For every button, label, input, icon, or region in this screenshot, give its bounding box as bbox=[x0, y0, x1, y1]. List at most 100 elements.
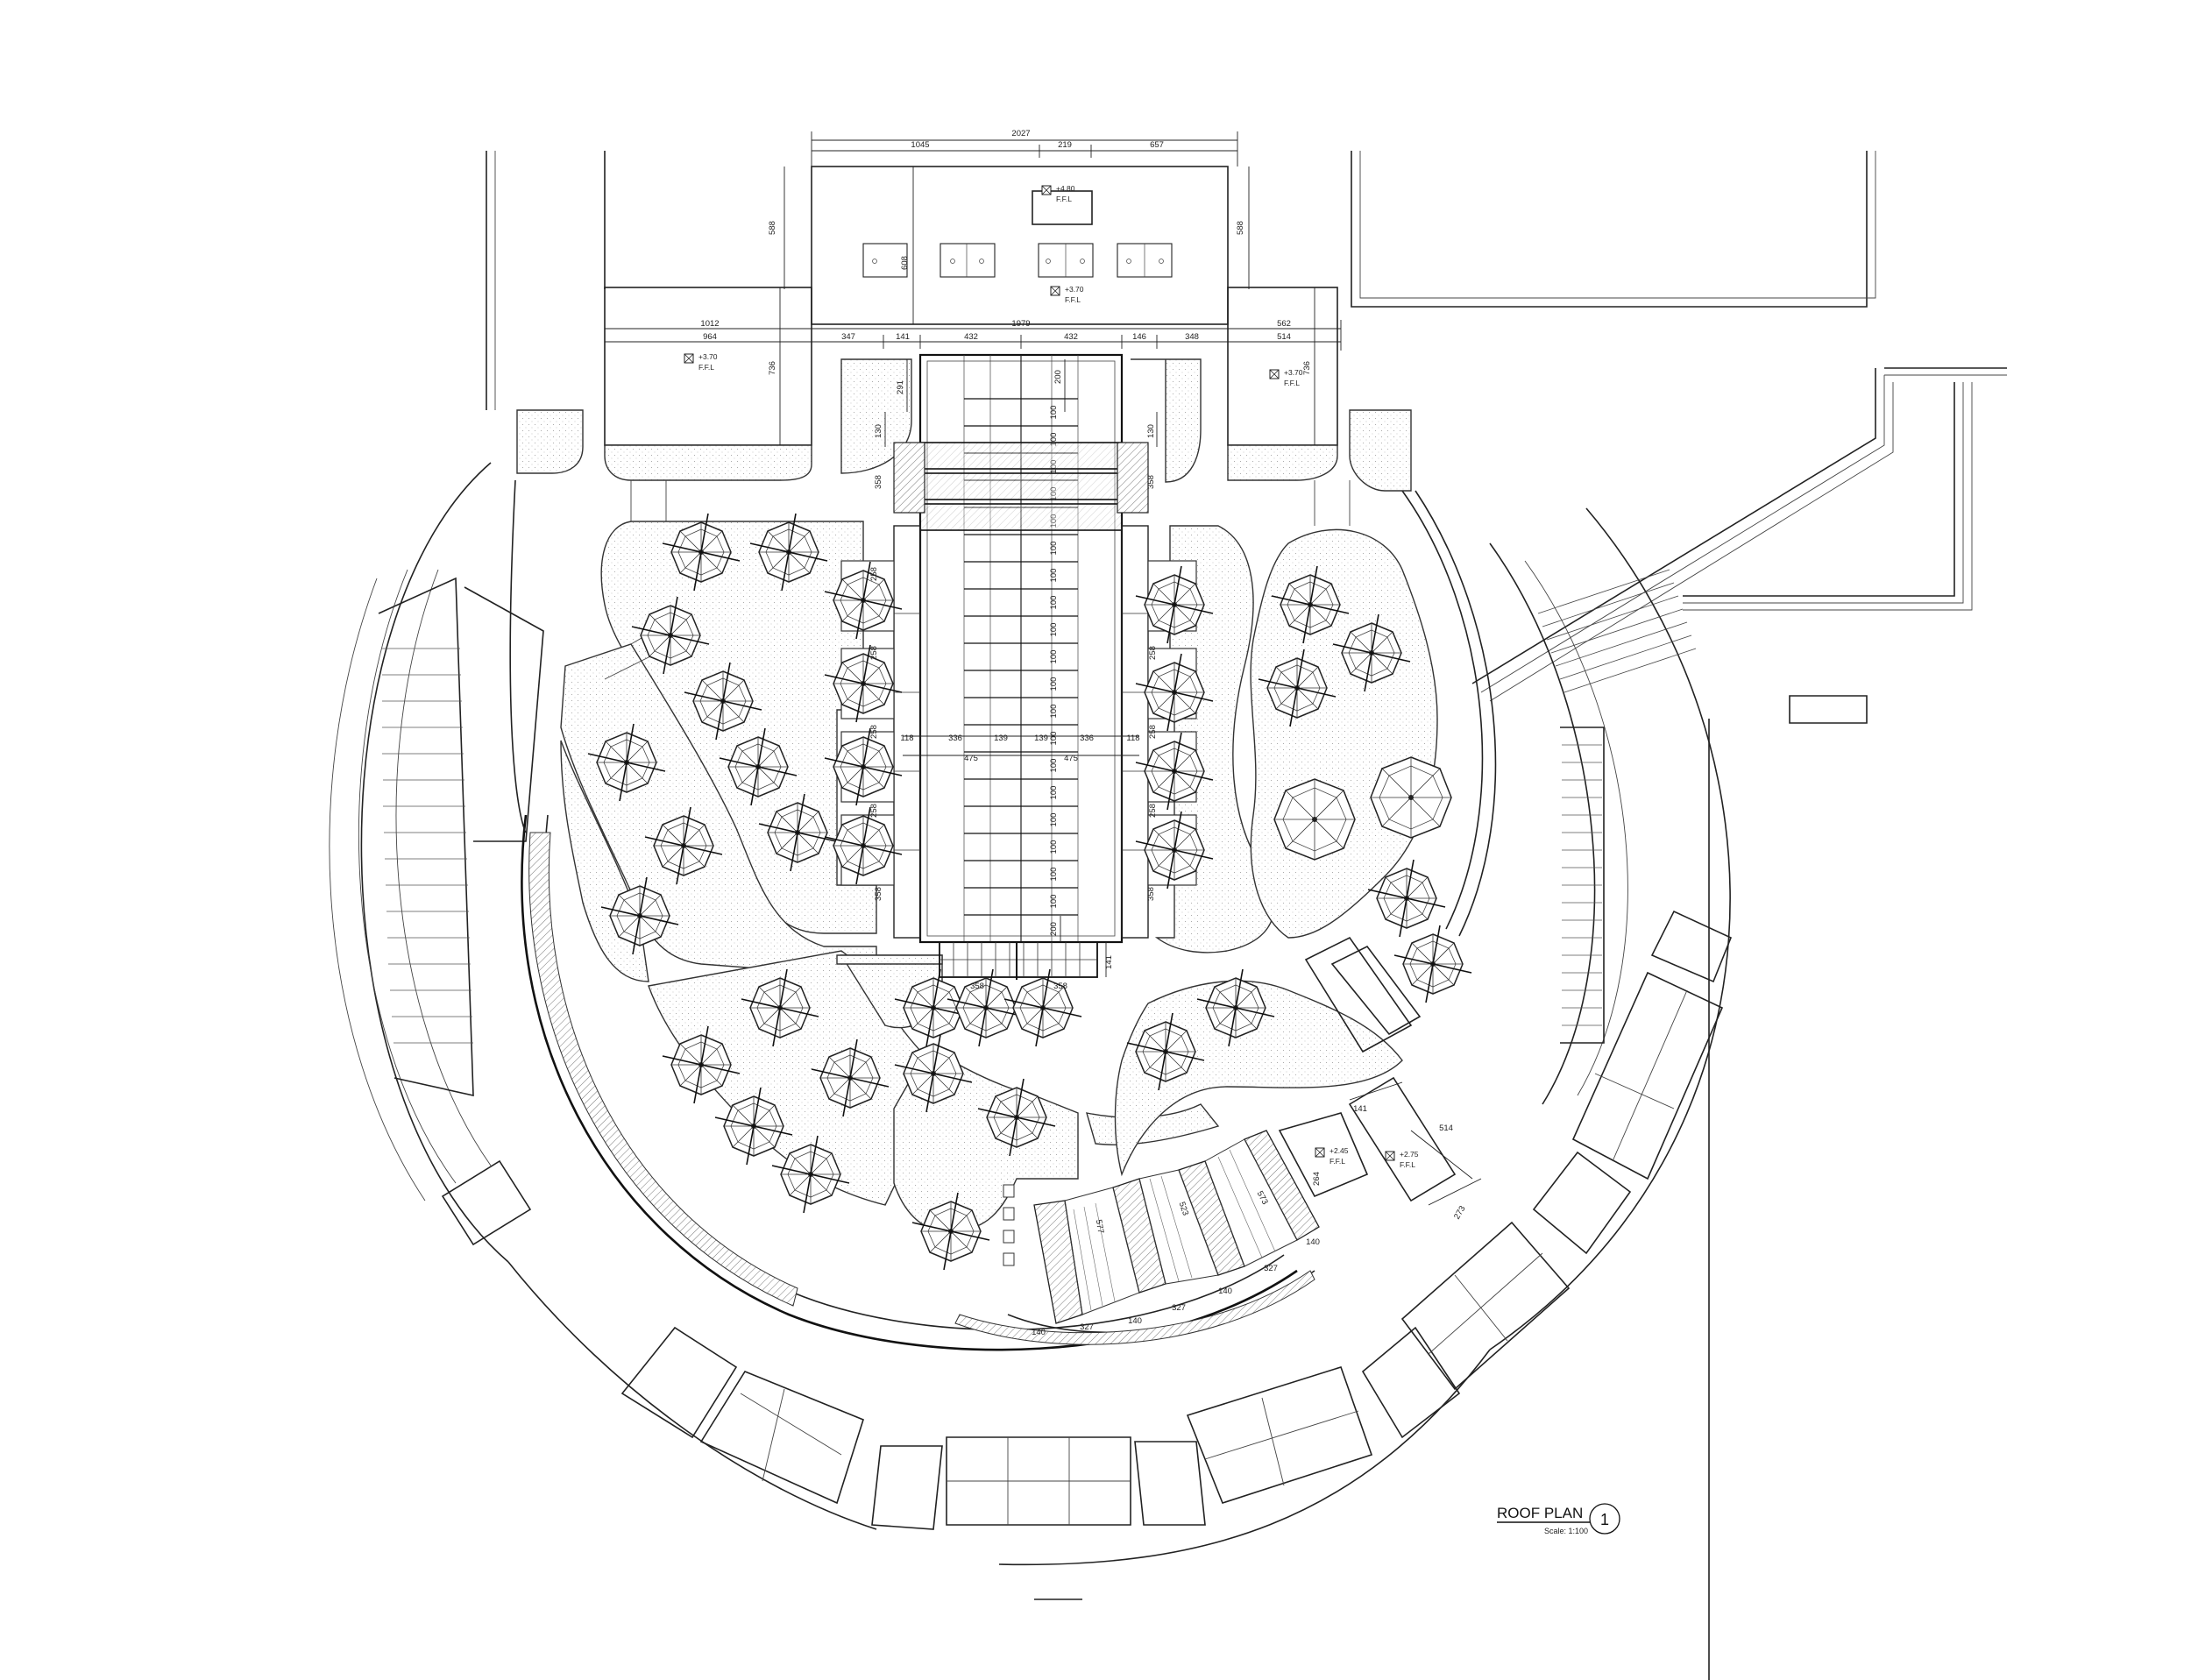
dim-lower-358-left: 358 bbox=[970, 982, 984, 991]
dim-lower-358-right: 358 bbox=[1053, 982, 1067, 991]
sheet-number-circle bbox=[1589, 1503, 1620, 1535]
level-tags: +4.80 F.F.L +3.70 F.F.L +3.70 F.F.L +3.7… bbox=[698, 184, 1419, 1169]
dim-258-c: 258 bbox=[869, 725, 879, 739]
level-top-box-ffl: F.F.L bbox=[1056, 195, 1072, 203]
dim-118-right: 118 bbox=[1126, 734, 1139, 743]
glass-canopy-arc bbox=[620, 910, 1733, 1530]
rib-pitch-label: 100 bbox=[1049, 623, 1059, 637]
dim-stage-327-a: 327 bbox=[1080, 1322, 1094, 1332]
outer-terrace bbox=[329, 462, 1731, 1600]
rib-pitch-label: 100 bbox=[1049, 406, 1059, 420]
rib-pitch-label: 100 bbox=[1049, 732, 1059, 746]
dim-stage-141: 141 bbox=[1353, 1104, 1367, 1114]
dim-seg-e: 146 bbox=[1132, 332, 1146, 342]
rib-pitch-label: 100 bbox=[1049, 786, 1059, 800]
dim-side-358-bottom-left: 358 bbox=[874, 887, 883, 901]
drawing-title: ROOF PLAN bbox=[1497, 1505, 1583, 1521]
umbrella-icon bbox=[1003, 968, 1082, 1047]
level-stage-b-ffl: F.F.L bbox=[1400, 1160, 1415, 1169]
rib-pitch-label: 100 bbox=[1049, 705, 1059, 719]
central-walkway: 1001001001001001001001001001001001001001… bbox=[840, 353, 1197, 980]
dim-middle-segment: 219 bbox=[1058, 140, 1072, 150]
dim-stage-140-c: 140 bbox=[1218, 1287, 1232, 1296]
dimension-lines bbox=[604, 131, 1482, 1206]
dim-side-358-top-left: 358 bbox=[874, 475, 883, 489]
dim-seg-a: 347 bbox=[841, 332, 855, 342]
dim-258-a: 258 bbox=[869, 567, 879, 581]
stage-area bbox=[954, 1076, 1457, 1345]
level-wing-left: +3.70 bbox=[698, 352, 718, 361]
dim-side-130-right: 130 bbox=[1146, 424, 1156, 438]
walkway-frame-band bbox=[919, 472, 1123, 500]
site-context bbox=[486, 151, 2007, 1680]
dim-258-g: 258 bbox=[1148, 804, 1158, 818]
rib-pitch-label: 100 bbox=[1049, 813, 1059, 827]
dim-139-right: 139 bbox=[1034, 734, 1048, 743]
dim-336-right: 336 bbox=[1080, 734, 1094, 743]
rib-pitch-label: 100 bbox=[1049, 596, 1059, 610]
dim-seg-b: 141 bbox=[896, 332, 910, 342]
dim-336-left: 336 bbox=[948, 734, 962, 743]
dim-wing-height-right: 736 bbox=[1302, 361, 1312, 375]
dim-height-right: 588 bbox=[1236, 221, 1245, 235]
dim-stage-577: 577 bbox=[1094, 1219, 1106, 1235]
dimension-labels: 2027 1045 219 657 588 588 608 1012 964 1… bbox=[700, 129, 1467, 1337]
dim-258-f: 258 bbox=[1148, 725, 1158, 739]
rib-pitch-label: 100 bbox=[1049, 840, 1059, 854]
level-wing-left-ffl: F.F.L bbox=[698, 363, 714, 372]
dim-offset-291: 291 bbox=[896, 380, 905, 394]
dim-right-wing-inner: 514 bbox=[1277, 332, 1291, 342]
rib-pitch-label: 100 bbox=[1049, 569, 1059, 583]
level-stage-a: +2.45 bbox=[1329, 1146, 1349, 1155]
walkway-frame-band bbox=[919, 442, 1123, 470]
dim-seg-f: 348 bbox=[1185, 332, 1199, 342]
level-roof-main: +3.70 bbox=[1065, 285, 1084, 294]
level-top-box: +4.80 bbox=[1056, 184, 1075, 193]
dim-overall: 2027 bbox=[1011, 129, 1030, 138]
rib-pitch-label: 100 bbox=[1049, 433, 1059, 447]
dim-right-segment: 657 bbox=[1150, 140, 1164, 150]
dim-stage-264: 264 bbox=[1312, 1172, 1322, 1186]
walkway-frame-band bbox=[919, 503, 1123, 531]
rib-pitch-label: 100 bbox=[1049, 650, 1059, 664]
sheet-number: 1 bbox=[1600, 1511, 1609, 1528]
dim-skylight-depth: 608 bbox=[900, 256, 910, 270]
rib-pitch-label: 100 bbox=[1049, 868, 1059, 882]
dim-offset-200: 200 bbox=[1053, 370, 1063, 384]
dim-lower-141: 141 bbox=[1104, 955, 1114, 969]
dim-258-b: 258 bbox=[869, 646, 879, 660]
level-stage-a-ffl: F.F.L bbox=[1329, 1157, 1345, 1166]
dim-475-right: 475 bbox=[1064, 754, 1078, 763]
dim-stage-140-d: 140 bbox=[1306, 1237, 1320, 1247]
drawing-scale: Scale: 1:100 bbox=[1544, 1527, 1588, 1535]
level-roof-main-ffl: F.F.L bbox=[1065, 295, 1081, 304]
level-wing-right: +3.70 bbox=[1284, 368, 1303, 377]
level-wing-right-ffl: F.F.L bbox=[1284, 379, 1300, 387]
dim-right-wing-outer: 562 bbox=[1277, 319, 1291, 329]
level-stage-b: +2.75 bbox=[1400, 1150, 1419, 1159]
dim-stage-573: 573 bbox=[1255, 1189, 1270, 1206]
rib-pitch-label: 100 bbox=[1049, 542, 1059, 556]
dim-left-wing-outer: 1012 bbox=[700, 319, 719, 329]
rib-pitch-label: 100 bbox=[1049, 677, 1059, 691]
dim-lower-200: 200 bbox=[1049, 922, 1059, 936]
dim-stage-140-a: 140 bbox=[1032, 1328, 1046, 1337]
rib-pitch-label: 100 bbox=[1049, 895, 1059, 909]
dim-left-segment: 1045 bbox=[911, 140, 929, 150]
dim-seg-c: 432 bbox=[964, 332, 978, 342]
dim-height-left: 588 bbox=[768, 221, 777, 235]
dim-central-span: 1979 bbox=[1011, 319, 1030, 329]
dim-258-e: 258 bbox=[1148, 646, 1158, 660]
walkway-ribs: 1001001001001001001001001001001001001001… bbox=[919, 398, 1123, 916]
rib-pitch-label: 100 bbox=[1049, 759, 1059, 773]
dim-side-358-bottom-right: 358 bbox=[1146, 887, 1156, 901]
dim-stage-514: 514 bbox=[1439, 1124, 1453, 1133]
dim-wing-height-left: 736 bbox=[768, 361, 777, 375]
dim-258-d: 258 bbox=[869, 804, 879, 818]
dim-stage-327-c: 327 bbox=[1264, 1264, 1278, 1273]
umbrella-icon bbox=[1393, 925, 1472, 1003]
umbrella-icon bbox=[1370, 756, 1452, 839]
dim-stage-523: 523 bbox=[1177, 1201, 1190, 1216]
dim-118-left: 118 bbox=[900, 734, 913, 743]
